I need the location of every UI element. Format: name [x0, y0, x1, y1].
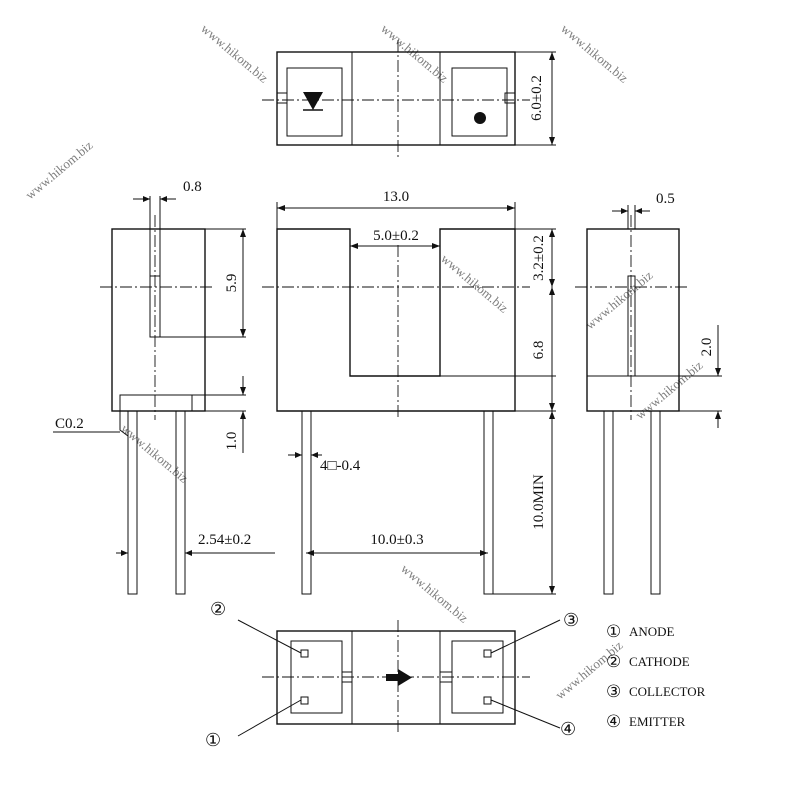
- left-side-view: 0.8 5.9 1.0 C0.2 2.54±0.2: [53, 179, 275, 595]
- legend-label: COLLECTOR: [629, 684, 706, 699]
- arrowhead: [549, 229, 555, 237]
- arrowhead: [240, 387, 246, 395]
- legend-number: ①: [606, 622, 621, 641]
- left-base-step: [119, 394, 193, 411]
- dim-top-height: 6.0±0.2: [529, 75, 545, 121]
- arrowhead: [432, 243, 440, 249]
- dim-lead-size: 4□-0.4: [320, 458, 361, 474]
- dim-right-slot: 0.5: [656, 191, 675, 207]
- pin-square-1: [300, 696, 309, 705]
- dim-slot-top: 3.2±0.2: [531, 235, 547, 281]
- watermark: www.hikom.biz: [582, 267, 655, 332]
- left-body-outline: [111, 228, 206, 412]
- leader-line: [490, 619, 561, 654]
- pin-callout-2: ②: [210, 599, 226, 619]
- arrow-right-icon: [398, 669, 412, 686]
- dim-overall-width: 13.0: [383, 189, 409, 205]
- arrowhead: [549, 586, 555, 594]
- front-lead: [483, 410, 494, 595]
- bottom-view: ② ① ③ ④: [205, 599, 579, 750]
- watermark: www.hikom.biz: [438, 251, 511, 316]
- watermark: www.hikom.biz: [632, 357, 705, 422]
- dim-left-base: 1.0: [224, 432, 240, 451]
- arrowhead: [277, 205, 285, 211]
- bottom-body-outline: [276, 630, 516, 725]
- detector-window: [451, 67, 508, 137]
- dim-left-pitch: 2.54±0.2: [198, 532, 251, 548]
- watermark: www.hikom.biz: [22, 137, 95, 202]
- arrowhead: [295, 452, 302, 458]
- arrowhead: [306, 550, 314, 556]
- watermark: www.hikom.biz: [198, 21, 271, 86]
- arrowhead: [715, 368, 721, 376]
- left-pin: [127, 410, 138, 595]
- arrowhead: [549, 279, 555, 287]
- legend-label: ANODE: [629, 624, 675, 639]
- legend-number: ②: [606, 652, 621, 671]
- arrowhead: [549, 137, 555, 145]
- arrowhead: [160, 196, 167, 202]
- pin-callout-4: ④: [560, 719, 576, 739]
- dim-slot-width: 5.0±0.2: [373, 228, 419, 244]
- front-body-outline: [276, 228, 516, 412]
- legend-label: CATHODE: [629, 654, 690, 669]
- arrowhead: [549, 52, 555, 60]
- arrowhead: [350, 243, 358, 249]
- arrowhead: [621, 208, 628, 214]
- dim-left-slot: 0.8: [183, 179, 202, 195]
- right-side-view: 0.5 2.0: [575, 191, 722, 595]
- arrowhead: [185, 550, 192, 556]
- dim-left-height: 5.9: [224, 274, 240, 293]
- dim-right-height: 2.0: [699, 338, 715, 357]
- pin-square-3: [483, 649, 492, 658]
- notch: [276, 92, 288, 104]
- pin-square-2: [300, 649, 309, 658]
- watermark: www.hikom.biz: [118, 421, 191, 486]
- top-view: 6.0±0.2: [262, 40, 556, 160]
- front-view: 13.0 5.0±0.2 3.2±0.2 6.8 10.0MIN 4□-0.4 …: [262, 189, 556, 595]
- right-pin: [650, 410, 661, 595]
- pin-square-4: [483, 696, 492, 705]
- watermark: www.hikom.biz: [398, 561, 471, 626]
- dot-icon: [474, 112, 486, 124]
- front-lead: [301, 410, 312, 595]
- arrowhead: [549, 287, 555, 295]
- dim-chamfer: C0.2: [55, 416, 84, 432]
- arrowhead: [507, 205, 515, 211]
- dim-lead-pitch: 10.0±0.3: [370, 532, 423, 548]
- arrowhead: [240, 411, 246, 419]
- arrowhead: [549, 411, 555, 419]
- pin-callout-1: ①: [205, 730, 221, 750]
- arrowhead: [549, 403, 555, 411]
- right-pin: [603, 410, 614, 595]
- legend-number: ④: [606, 712, 621, 731]
- left-pin: [175, 410, 186, 595]
- arrowhead: [143, 196, 150, 202]
- diode-triangle-icon: [303, 92, 323, 110]
- arrowhead: [240, 329, 246, 337]
- arrowhead: [121, 550, 128, 556]
- notch: [504, 92, 516, 104]
- pin-callout-3: ③: [563, 610, 579, 630]
- leader-line: [237, 699, 302, 737]
- watermark-layer: www.hikom.biz www.hikom.biz www.hikom.bi…: [22, 21, 705, 702]
- pin-legend: ① ANODE ② CATHODE ③ COLLECTOR ④ EMITTER: [606, 622, 706, 731]
- arrowhead: [635, 208, 642, 214]
- dim-slot-depth: 6.8: [531, 341, 547, 360]
- legend-label: EMITTER: [629, 714, 686, 729]
- arrowhead: [311, 452, 318, 458]
- watermark: www.hikom.biz: [558, 21, 631, 86]
- leader-line: [490, 699, 561, 729]
- arrowhead: [240, 229, 246, 237]
- arrowhead: [480, 550, 488, 556]
- leader-line: [237, 619, 302, 654]
- dim-lead-length: 10.0MIN: [531, 474, 547, 530]
- right-body-outline: [586, 228, 680, 412]
- legend-number: ③: [606, 682, 621, 701]
- arrowhead: [715, 411, 721, 419]
- arrow-shaft: [386, 674, 398, 681]
